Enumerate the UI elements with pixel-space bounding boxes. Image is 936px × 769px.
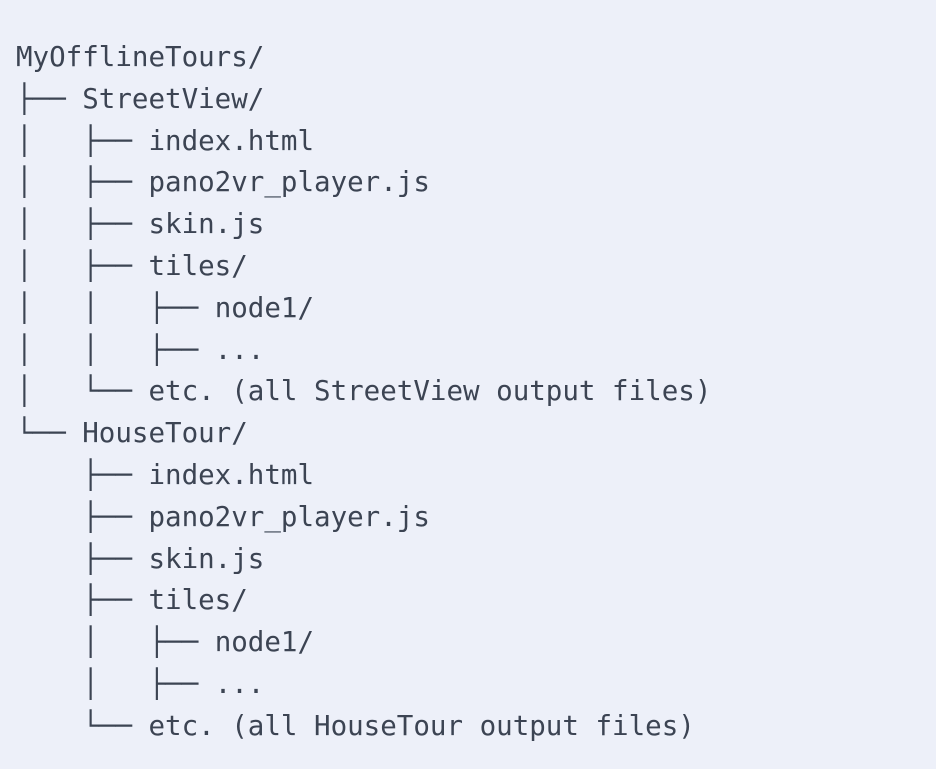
tree-branch-glyph: │ ├── <box>16 208 149 241</box>
tree-line: │ ├── skin.js <box>16 204 936 246</box>
tree-line: │ ├── ... <box>16 664 936 706</box>
tree-line: └── etc. (all HouseTour output files) <box>16 706 936 748</box>
tree-line: │ │ ├── ... <box>16 330 936 372</box>
tree-branch-glyph: ├── <box>16 82 83 115</box>
tree-line: │ ├── pano2vr_player.js <box>16 162 936 204</box>
tree-line: │ │ ├── node1/ <box>16 288 936 330</box>
tree-line: MyOfflineTours/ <box>16 37 936 79</box>
tree-line: ├── StreetView/ <box>16 79 936 121</box>
tree-node-label: ... <box>214 667 265 700</box>
tree-branch-glyph: │ ├── <box>16 249 149 282</box>
tree-branch-glyph: │ │ ├── <box>16 291 215 324</box>
tree-line: ├── index.html <box>16 455 936 497</box>
tree-node-label: HouseTour/ <box>82 417 248 450</box>
tree-node-label: pano2vr_player.js <box>148 500 430 533</box>
tree-node-label: MyOfflineTours/ <box>16 41 265 73</box>
tree-branch-glyph: │ ├── <box>16 667 215 700</box>
tree-line: ├── tiles/ <box>16 580 936 622</box>
tree-line: │ └── etc. (all StreetView output files) <box>16 371 936 413</box>
tree-branch-glyph: ├── <box>16 542 149 575</box>
tree-node-label: pano2vr_player.js <box>148 166 430 199</box>
tree-branch-glyph: └── <box>16 709 149 742</box>
tree-node-label: skin.js <box>148 542 265 575</box>
tree-branch-glyph: ├── <box>16 500 149 533</box>
tree-line: ├── pano2vr_player.js <box>16 497 936 539</box>
tree-branch-glyph: ├── <box>16 458 149 491</box>
tree-branch-glyph: │ ├── <box>16 124 149 157</box>
tree-branch-glyph: │ └── <box>16 375 149 408</box>
tree-branch-glyph: │ ├── <box>16 626 215 659</box>
tree-line: │ ├── node1/ <box>16 622 936 664</box>
tree-node-label: node1/ <box>214 626 315 659</box>
tree-node-label: tiles/ <box>148 584 248 617</box>
tree-line: └── HouseTour/ <box>16 413 936 455</box>
tree-branch-glyph: ├── <box>16 584 149 617</box>
tree-branch-glyph: │ ├── <box>16 166 149 199</box>
tree-node-label: node1/ <box>214 291 315 324</box>
directory-tree: MyOfflineTours/├── StreetView/│ ├── inde… <box>0 13 936 769</box>
tree-line: │ ├── index.html <box>16 121 936 163</box>
tree-node-label: etc. (all StreetView output files) <box>148 375 712 408</box>
tree-node-label: index.html <box>148 124 315 157</box>
tree-node-label: skin.js <box>148 208 265 241</box>
tree-node-label: tiles/ <box>148 249 248 282</box>
tree-branch-glyph: │ │ ├── <box>16 333 215 366</box>
tree-node-label: ... <box>214 333 265 366</box>
tree-node-label: index.html <box>148 458 315 491</box>
tree-line: │ ├── tiles/ <box>16 246 936 288</box>
tree-node-label: etc. (all HouseTour output files) <box>148 709 695 742</box>
tree-branch-glyph: └── <box>16 417 83 450</box>
tree-node-label: StreetView/ <box>82 82 265 115</box>
tree-line: ├── skin.js <box>16 539 936 581</box>
